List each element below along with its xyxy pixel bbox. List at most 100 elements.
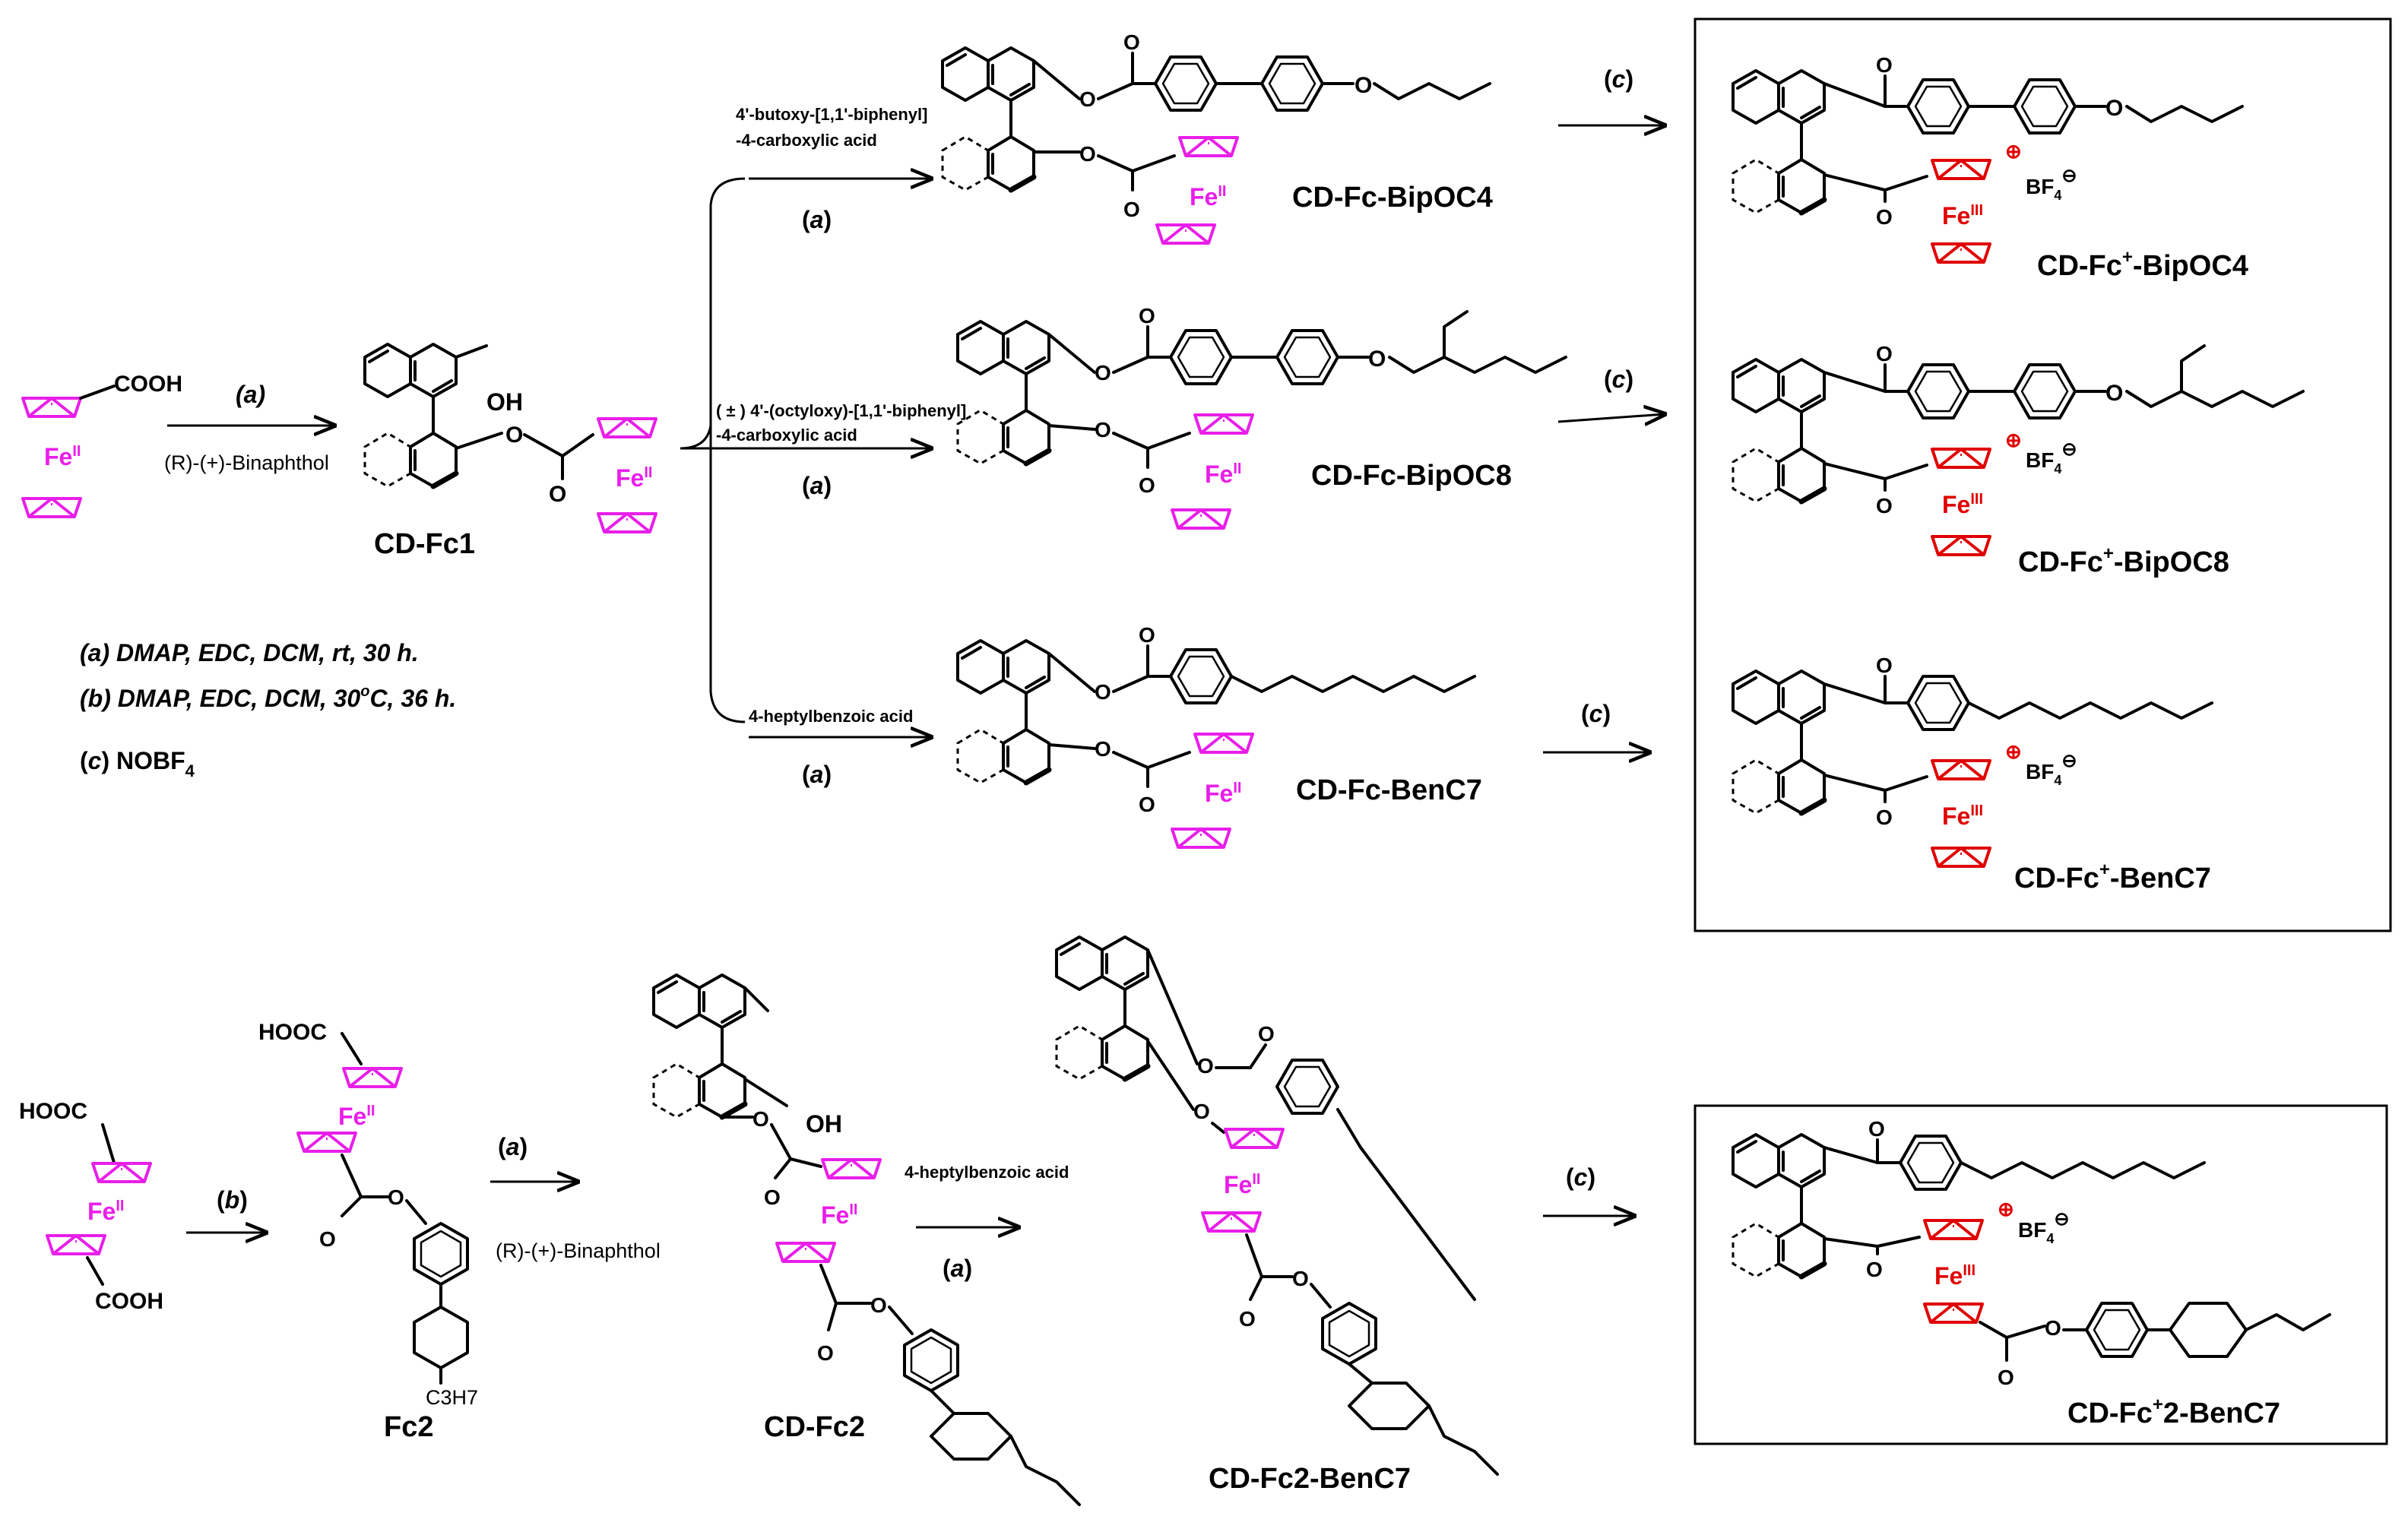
svg-text:O: O xyxy=(1123,198,1140,221)
svg-text:O: O xyxy=(1876,806,1893,829)
svg-text:O: O xyxy=(1239,1307,1256,1331)
svg-text:O: O xyxy=(1876,205,1893,229)
svg-text:O: O xyxy=(1197,1054,1214,1078)
svg-text:O: O xyxy=(1095,680,1111,704)
svg-text:O: O xyxy=(1095,737,1111,761)
cd-fc-plus-benc7-structure: O O ⊕ FeIII BF4⊖ xyxy=(1733,654,2213,868)
svg-text:O: O xyxy=(1876,654,1893,677)
svg-text:⊕: ⊕ xyxy=(2005,740,2022,763)
binaphthol-reagent-2: (R)-(+)-Binaphthol xyxy=(496,1239,661,1262)
cd-fc-bipoc4-label: CD-Fc-BipOC4 xyxy=(1292,182,1493,214)
svg-text:FeII: FeII xyxy=(1190,183,1226,210)
svg-text:O: O xyxy=(2105,96,2123,121)
svg-text:FeII: FeII xyxy=(1224,1171,1260,1198)
svg-text:O: O xyxy=(549,482,566,507)
svg-text:O: O xyxy=(1139,473,1155,497)
ferrocene-carboxylic-acid: COOH FeII xyxy=(21,372,182,518)
svg-text:(a): (a) xyxy=(802,472,832,499)
cd-fc2-label: CD-Fc2 xyxy=(764,1411,865,1443)
svg-text:FeII: FeII xyxy=(338,1103,375,1130)
cd-fc2-benc7-label: CD-Fc2-BenC7 xyxy=(1209,1463,1411,1495)
svg-text:4-heptylbenzoic acid: 4-heptylbenzoic acid xyxy=(749,707,913,726)
svg-text:(c) NOBF4: (c) NOBF4 xyxy=(80,747,195,780)
svg-text:HOOC: HOOC xyxy=(258,1020,327,1045)
oh-label: OH xyxy=(486,388,523,416)
svg-text:BF4⊖: BF4⊖ xyxy=(2026,439,2077,476)
cooh-label: COOH xyxy=(114,372,182,397)
svg-text:O: O xyxy=(817,1341,834,1365)
svg-text:BF4⊖: BF4⊖ xyxy=(2026,751,2077,788)
oxidized-fc2-box xyxy=(1694,1104,2388,1445)
svg-text:O: O xyxy=(319,1227,336,1251)
svg-text:(c): (c) xyxy=(1581,700,1611,727)
cd-fc2-benc7-structure: O O O FeII O O xyxy=(1057,937,1499,1476)
svg-text:OH: OH xyxy=(806,1110,842,1138)
svg-text:(a): (a) xyxy=(498,1133,528,1160)
svg-text:O: O xyxy=(1876,494,1893,518)
svg-text:(a) DMAP, EDC, DCM, rt, 30 h: (a) DMAP, EDC, DCM, rt, 30 h. xyxy=(80,639,419,666)
svg-text:COOH: COOH xyxy=(95,1289,163,1314)
svg-text:O: O xyxy=(1354,73,1372,98)
svg-text:BF4⊖: BF4⊖ xyxy=(2018,1209,2069,1246)
svg-text:O: O xyxy=(2045,1316,2061,1340)
cd-fc-plus-bipoc8-structure: O O O ⊕ FeIII BF4⊖ xyxy=(1733,342,2305,556)
svg-text:O: O xyxy=(1866,1258,1883,1281)
svg-text:O: O xyxy=(1368,347,1386,372)
svg-text:FeIII: FeIII xyxy=(1934,1262,1976,1290)
svg-text:4-heptylbenzoic acid: 4-heptylbenzoic acid xyxy=(905,1163,1069,1182)
svg-text:O: O xyxy=(1292,1267,1309,1290)
svg-text:FeIII: FeIII xyxy=(1942,802,1983,830)
svg-text:FeIII: FeIII xyxy=(1942,202,1983,229)
svg-text:O: O xyxy=(1258,1022,1275,1046)
svg-text:BF4⊖: BF4⊖ xyxy=(2026,166,2077,203)
svg-text:(c): (c) xyxy=(1566,1163,1595,1191)
svg-text:O: O xyxy=(1868,1117,1885,1141)
arrow-c-2 xyxy=(1557,414,1665,422)
svg-text:FeII: FeII xyxy=(1205,780,1241,807)
cd-fc-benc7-structure: O O O O FeII xyxy=(958,623,1476,849)
svg-text:FeII: FeII xyxy=(821,1201,857,1229)
svg-text:O: O xyxy=(388,1185,404,1209)
oxidized-products-box xyxy=(1694,17,2392,932)
cd-fc1-structure: OH O O FeII xyxy=(365,344,657,533)
svg-text:-4-carboxylic acid: -4-carboxylic acid xyxy=(736,131,877,150)
svg-text:(c): (c) xyxy=(1604,366,1633,393)
svg-text:(a): (a) xyxy=(802,761,832,788)
cd-fc-plus-2-benc7-structure: O O ⊕ FeIII BF4⊖ O O xyxy=(1733,1117,2331,1389)
cd-fc-bipoc8-structure: O O O O O FeII xyxy=(958,304,1567,530)
svg-text:O: O xyxy=(1876,342,1893,366)
cd-fc-plus-bipoc4-structure: O O O ⊕ FeIII BF4⊖ xyxy=(1733,53,2244,264)
svg-text:(a): (a) xyxy=(943,1255,972,1282)
cd-fc-bipoc8-label: CD-Fc-BipOC8 xyxy=(1311,460,1512,492)
svg-text:(a): (a) xyxy=(802,206,832,233)
svg-text:O: O xyxy=(870,1293,887,1317)
fe-ii-label: FeII xyxy=(44,443,81,470)
cd-fc-benc7-label: CD-Fc-BenC7 xyxy=(1296,774,1482,806)
cd-fc-plus-bipoc4-label: CD-Fc+-BipOC4 xyxy=(2037,247,2248,282)
fc2-structure: HOOC FeII O O C3H7 xyxy=(258,1020,478,1409)
svg-text:FeII: FeII xyxy=(616,464,652,492)
svg-text:O: O xyxy=(1079,142,1096,166)
o-label: O xyxy=(505,423,523,448)
svg-text:O: O xyxy=(1095,361,1111,385)
svg-text:FeII: FeII xyxy=(87,1198,124,1225)
svg-text:O: O xyxy=(1139,793,1155,816)
ferrocene-dicarboxylic-acid: HOOC FeII COOH xyxy=(19,1099,163,1314)
svg-text:O: O xyxy=(1998,1366,2014,1389)
fc2-label: Fc2 xyxy=(384,1411,433,1443)
cd-fc-bipoc4-structure: O O O O O FeII xyxy=(943,30,1491,245)
svg-text:-4-carboxylic acid: -4-carboxylic acid xyxy=(716,426,857,445)
svg-text:O: O xyxy=(764,1185,781,1209)
svg-text:HOOC: HOOC xyxy=(19,1099,87,1124)
svg-text:FeII: FeII xyxy=(1205,461,1241,488)
svg-text:⊕: ⊕ xyxy=(2005,140,2022,163)
cd-fc-plus-bipoc8-label: CD-Fc+-BipOC8 xyxy=(2018,543,2229,578)
binaphthol-reagent-1: (R)-(+)-Binaphthol xyxy=(164,451,329,474)
svg-text:O: O xyxy=(1139,304,1155,328)
cd-fc-plus-benc7-label: CD-Fc+-BenC7 xyxy=(2014,859,2211,894)
branch-brace-top xyxy=(680,177,746,450)
svg-text:⊕: ⊕ xyxy=(1998,1198,2014,1220)
branch-brace-bottom xyxy=(709,426,746,723)
svg-text:(b): (b) xyxy=(217,1186,248,1214)
